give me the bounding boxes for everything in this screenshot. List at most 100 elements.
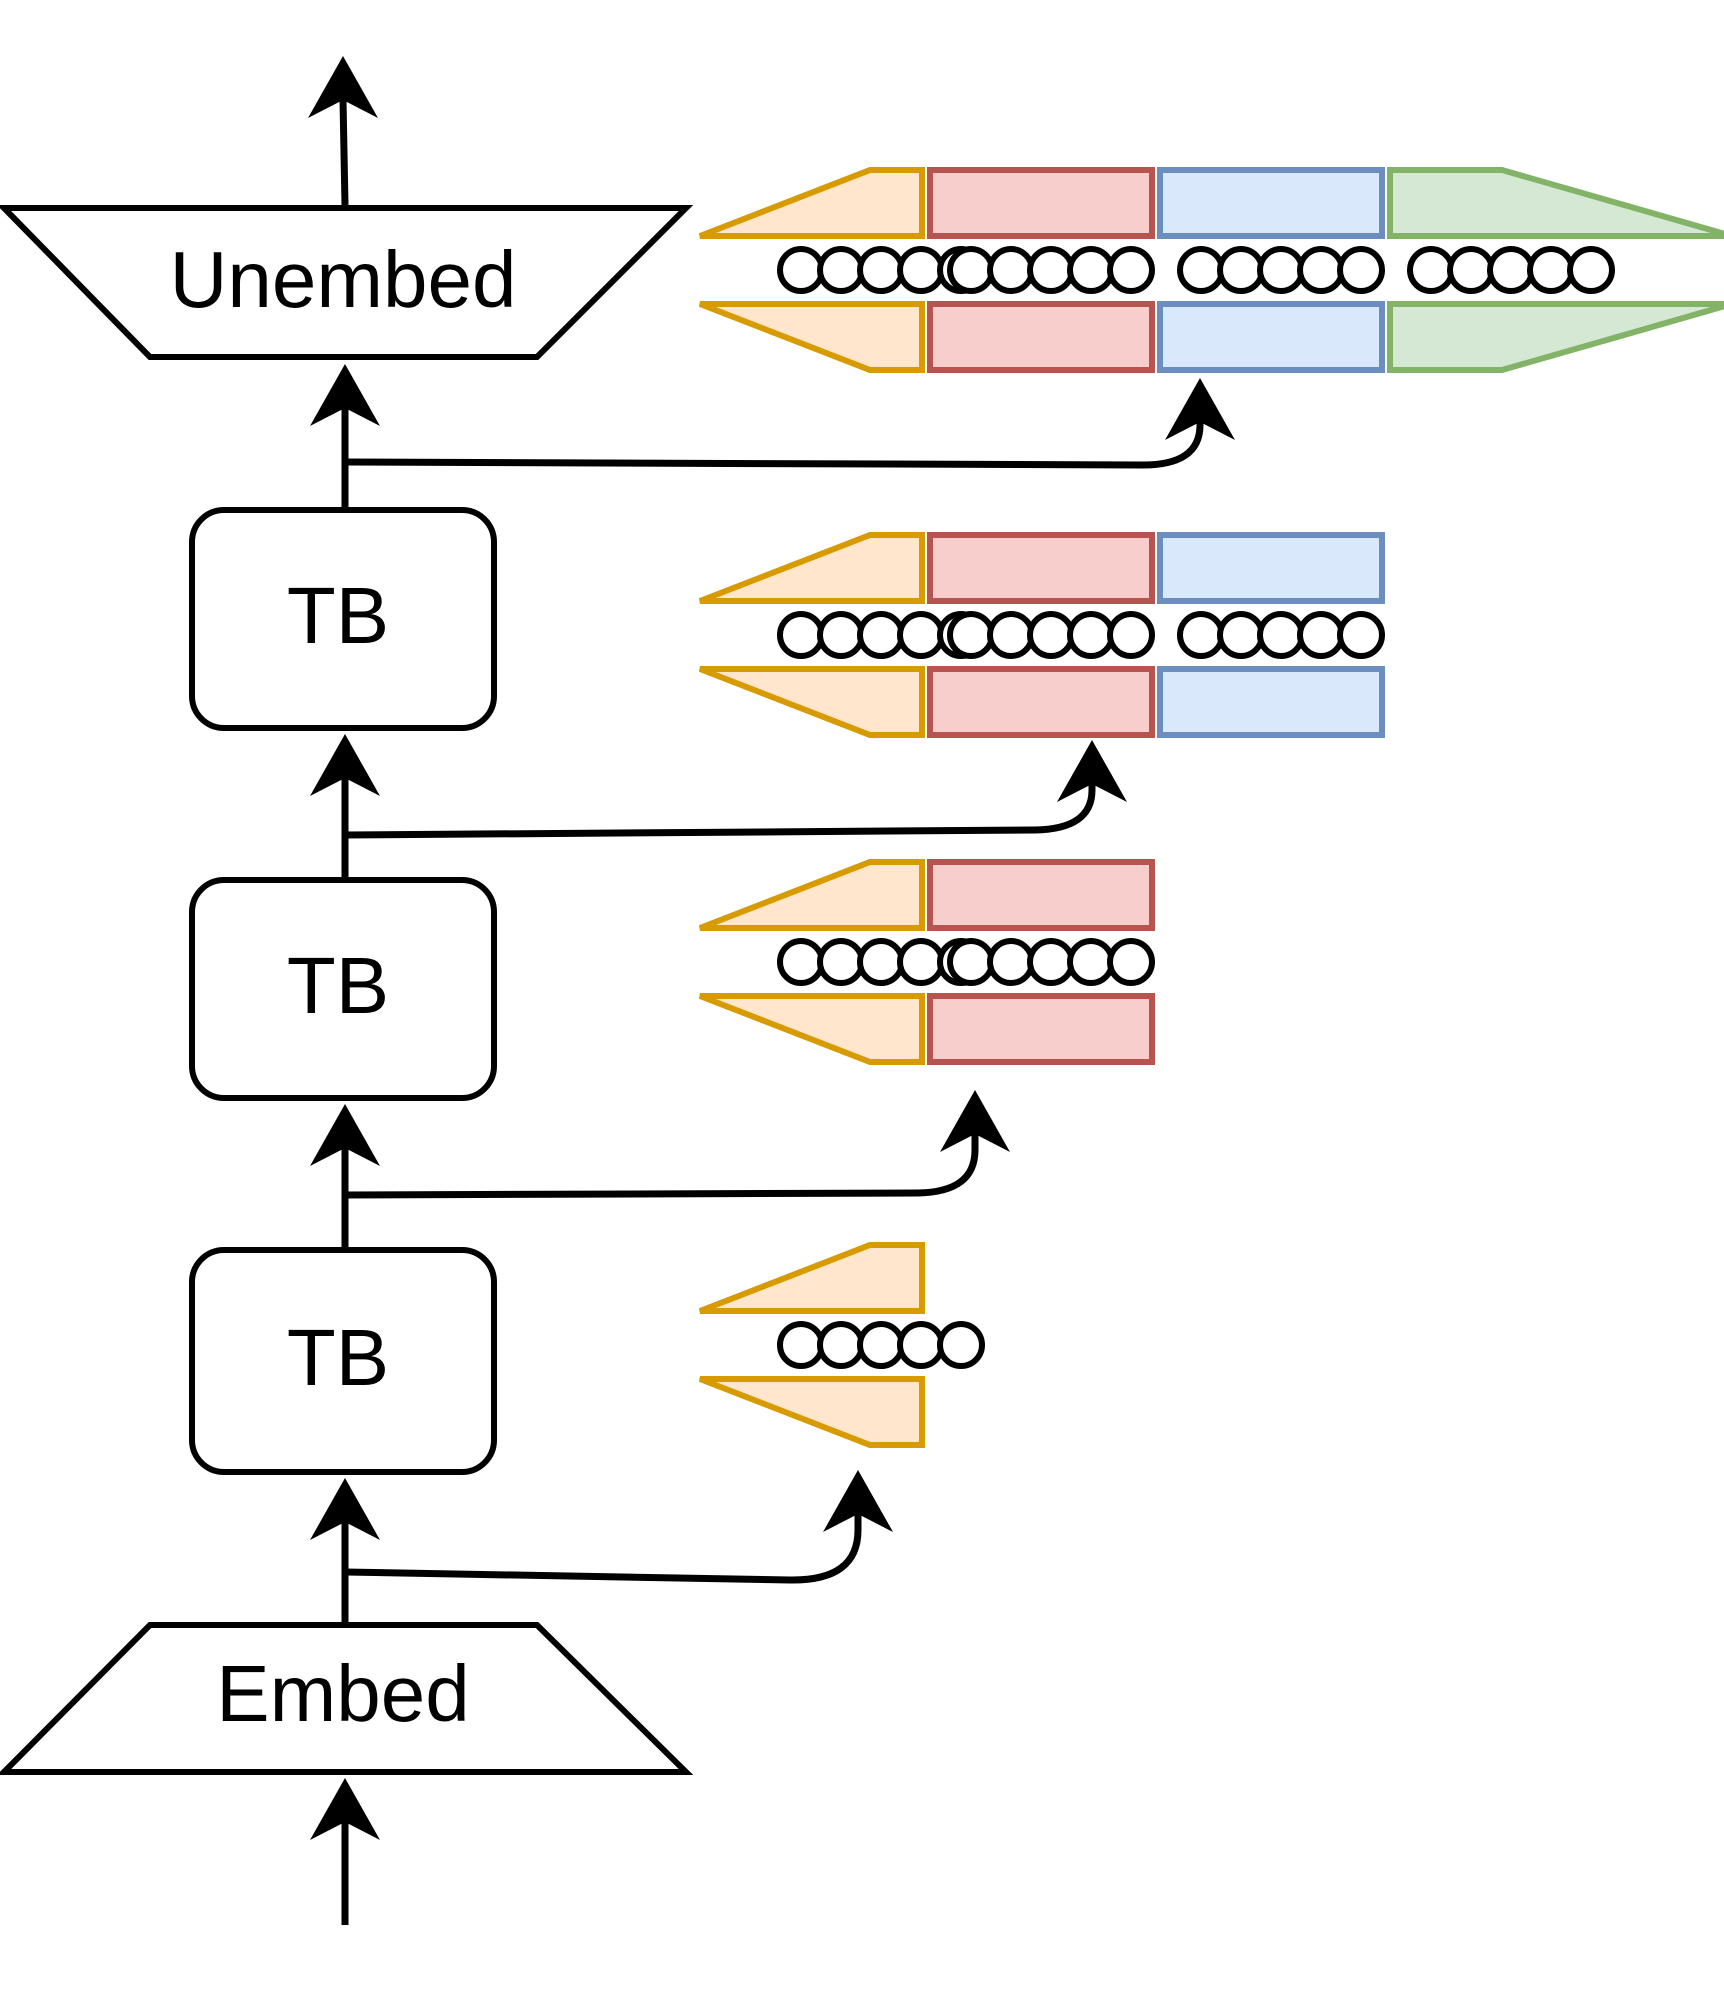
cache-row-after-tb-1 xyxy=(698,859,1155,1065)
unembed-block: Unembed xyxy=(0,205,694,360)
token-circle xyxy=(817,1321,865,1369)
branch-after-tb1 xyxy=(344,1130,979,1199)
token-circle xyxy=(1217,246,1265,294)
branch-after-tb3 xyxy=(344,408,1204,469)
arrowhead-icon xyxy=(310,734,380,796)
value-segment-orange xyxy=(698,301,925,373)
value-segment-orange xyxy=(698,993,925,1065)
value-segment-orange xyxy=(698,666,925,738)
token-circle xyxy=(1067,246,1115,294)
arrowhead-icon xyxy=(1057,740,1127,802)
embed-block: Embed xyxy=(0,1622,694,1775)
branch-after-tb2 xyxy=(344,770,1096,839)
key-segment-blue xyxy=(1157,167,1385,239)
branch-arrowheads xyxy=(823,378,1235,1532)
token-circle xyxy=(1567,246,1615,294)
tb-label: TB xyxy=(287,571,389,660)
token-circle xyxy=(817,246,865,294)
token-circle xyxy=(1407,246,1455,294)
arrowhead-icon xyxy=(310,1778,380,1840)
token-circle xyxy=(987,246,1035,294)
arrowhead-icon xyxy=(310,364,380,426)
key-segment-orange xyxy=(698,859,925,931)
branch-connectors xyxy=(344,408,1204,1584)
key-segment-green xyxy=(1387,167,1724,239)
tb-shape xyxy=(189,507,497,731)
arrowhead-icon xyxy=(940,1090,1010,1152)
token-circle xyxy=(777,938,825,986)
arrowhead-icon xyxy=(823,1470,893,1532)
arrowhead-icon xyxy=(310,1104,380,1166)
key-segment-orange xyxy=(698,532,925,604)
token-circle xyxy=(947,246,995,294)
token-circle xyxy=(897,938,945,986)
token-circle xyxy=(937,1321,985,1369)
token-circle xyxy=(1257,246,1305,294)
value-segment-green xyxy=(1387,301,1724,373)
tb-label: TB xyxy=(287,941,389,1030)
token-circle xyxy=(1337,611,1385,659)
token-circle xyxy=(1027,611,1075,659)
token-circle xyxy=(947,611,995,659)
token-circle xyxy=(897,611,945,659)
token-circle xyxy=(897,1321,945,1369)
token-circle xyxy=(947,938,995,986)
token-circle xyxy=(777,611,825,659)
value-segment-red xyxy=(927,993,1155,1065)
token-circle xyxy=(987,938,1035,986)
branch-after-embed xyxy=(344,1505,862,1584)
token-circle xyxy=(817,938,865,986)
value-segment-orange xyxy=(698,1376,925,1448)
unembed-label: Unembed xyxy=(170,235,517,324)
token-circle xyxy=(897,246,945,294)
token-circle xyxy=(1067,611,1115,659)
unembed-shape xyxy=(0,205,694,360)
output-line xyxy=(339,99,349,206)
token-circle xyxy=(857,611,905,659)
key-segment-red xyxy=(927,532,1155,604)
token-circle xyxy=(777,1321,825,1369)
token-circle xyxy=(1527,246,1575,294)
token-circle xyxy=(1337,246,1385,294)
token-circle xyxy=(1257,611,1305,659)
token-circle xyxy=(817,611,865,659)
key-segment-blue xyxy=(1157,532,1385,604)
arrowhead-icon xyxy=(308,56,378,118)
cache-row-after-tb-2 xyxy=(698,532,1385,738)
token-circle xyxy=(857,1321,905,1369)
token-circle xyxy=(1027,246,1075,294)
embed-label: Embed xyxy=(216,1649,469,1738)
cache-row-after-tb-3 xyxy=(698,167,1724,373)
token-circle xyxy=(1107,938,1155,986)
key-segment-red xyxy=(927,859,1155,931)
cache-rows xyxy=(698,167,1724,1448)
value-segment-red xyxy=(927,301,1155,373)
token-circle xyxy=(987,611,1035,659)
cache-row-after-embed xyxy=(698,1242,985,1448)
token-circle xyxy=(1177,246,1225,294)
tb-shape xyxy=(189,1247,497,1475)
token-circle xyxy=(1297,611,1345,659)
token-circle xyxy=(1447,246,1495,294)
tb-block-2: TB xyxy=(189,877,497,1101)
token-circle xyxy=(1177,611,1225,659)
token-circle xyxy=(857,938,905,986)
token-circle xyxy=(1027,938,1075,986)
token-circle xyxy=(1107,246,1155,294)
tb-label: TB xyxy=(287,1313,389,1402)
value-segment-red xyxy=(927,666,1155,738)
token-circle xyxy=(1297,246,1345,294)
token-circle xyxy=(1217,611,1265,659)
tb-block-1: TB xyxy=(189,1247,497,1475)
key-segment-orange xyxy=(698,1242,925,1314)
arrowhead-icon xyxy=(1165,378,1235,440)
key-segment-orange xyxy=(698,167,925,239)
token-circle xyxy=(1067,938,1115,986)
token-circle xyxy=(857,246,905,294)
token-circle xyxy=(1107,611,1155,659)
tb-block-3: TB xyxy=(189,507,497,731)
token-circle xyxy=(1487,246,1535,294)
embed-shape xyxy=(0,1622,694,1775)
